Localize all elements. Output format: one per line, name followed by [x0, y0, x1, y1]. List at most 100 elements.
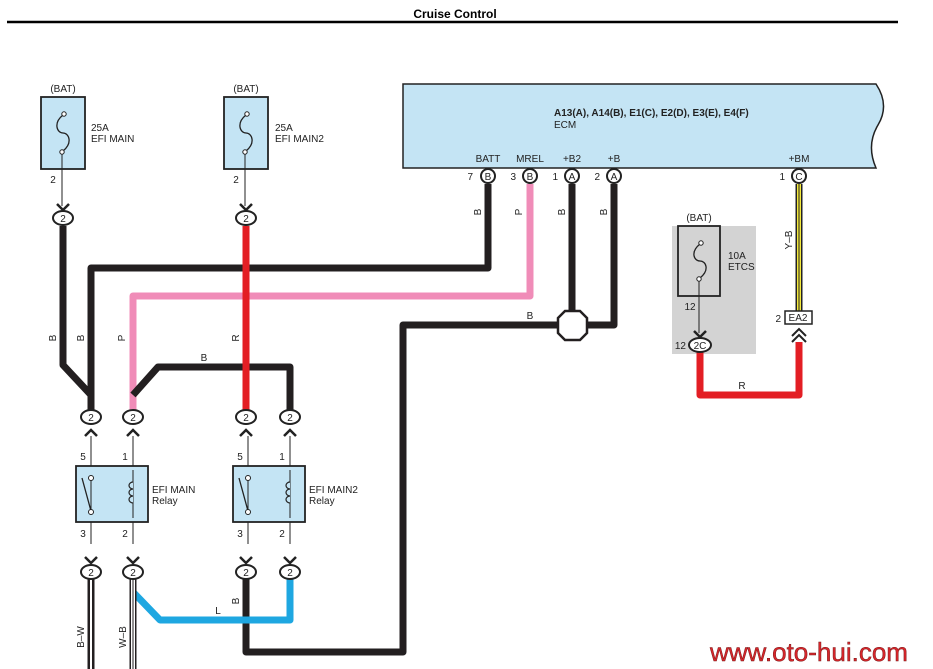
- ecm-connectors: A13(A), A14(B), E1(C), E2(D), E3(E), E4(…: [554, 108, 749, 119]
- relay-switch-icon: [81, 477, 92, 512]
- pin-number: 12: [675, 341, 687, 352]
- ecm-component: A13(A), A14(B), E1(C), E2(D), E3(E), E4(…: [402, 83, 885, 169]
- ecm-pins: 7 B 3 B 1 A 2 A 1 C: [467, 168, 807, 184]
- wire-b-plus-b: [587, 184, 618, 329]
- connector-label: 2C: [694, 341, 707, 352]
- ecm-terminal-bm: +BM: [789, 154, 810, 165]
- pin-connector: [522, 168, 538, 184]
- wire-label: W–B: [118, 626, 129, 648]
- connector-arrow-icon: [239, 428, 253, 437]
- fuse-source: (BAT): [233, 84, 258, 95]
- wire-label: B–W: [76, 626, 87, 648]
- pin-number: 2: [279, 529, 285, 540]
- connector-label: EA2: [789, 313, 808, 324]
- connector-label: 2: [243, 568, 249, 579]
- connector-2: 2: [235, 556, 257, 580]
- fuse-rating: 25A: [91, 123, 109, 134]
- ecm-name: ECM: [554, 120, 576, 131]
- fuse-source: (BAT): [686, 213, 711, 224]
- pin-number: 5: [237, 452, 243, 463]
- pin-number: 2: [775, 314, 781, 325]
- pin-number: 2: [594, 172, 600, 183]
- pin-connector: [564, 168, 580, 184]
- connector-oval: [688, 337, 712, 353]
- relay-box: [75, 465, 149, 523]
- connector-label: 2: [243, 214, 249, 225]
- wire-label: B: [473, 208, 484, 215]
- wire-b-batt: [87, 184, 492, 412]
- wire-label: B: [231, 597, 242, 604]
- pin-number: 7: [467, 172, 473, 183]
- fuse-name: EFI MAIN2: [275, 134, 324, 145]
- connector-arrow-icon: [283, 556, 297, 565]
- pin-number: 1: [552, 172, 558, 183]
- wire-label: B: [599, 208, 610, 215]
- wire-b-junction: [242, 321, 558, 656]
- wire-label: B: [527, 311, 534, 322]
- connector-letter: A: [611, 172, 618, 183]
- connector-2: 2: [279, 409, 301, 437]
- connector-2: 2: [80, 556, 102, 580]
- pin-number: 1: [279, 452, 285, 463]
- relay-sub: Relay: [152, 496, 178, 507]
- pin-number: 3: [80, 529, 86, 540]
- etcs-fuse-block: [672, 226, 756, 354]
- pin-number: 2: [122, 529, 128, 540]
- wire-b-efi-main: [59, 226, 95, 412]
- wire-label: B: [201, 353, 208, 364]
- wire-label: B: [76, 334, 87, 341]
- wire-label: B: [48, 334, 59, 341]
- wire-p-mrel: [129, 184, 534, 412]
- relay-name: EFI MAIN2: [309, 485, 358, 496]
- connector-label: 2: [60, 214, 66, 225]
- wire-l: [130, 578, 294, 624]
- connector-label: 2: [243, 413, 249, 424]
- ecm-terminal-b2: +B2: [563, 154, 582, 165]
- wire-label: R: [231, 334, 242, 341]
- connector-label: 2: [130, 413, 136, 424]
- connector-label: 2: [287, 413, 293, 424]
- relay-sub: Relay: [309, 496, 335, 507]
- connector-label: 2: [130, 568, 136, 579]
- connector-2: 2: [80, 409, 102, 437]
- connector-label: 2: [88, 568, 94, 579]
- ea2-connector: 2 EA2: [775, 310, 813, 343]
- pin-connector: [480, 168, 496, 184]
- pin-number: 12: [684, 302, 696, 313]
- pin-number: 3: [237, 529, 243, 540]
- relay-box: [232, 465, 306, 523]
- wire-label: R: [738, 381, 745, 392]
- connector-2: 2: [122, 556, 144, 580]
- pin-number: 1: [122, 452, 128, 463]
- connector-2: 2: [122, 409, 144, 437]
- wire-r-etcs: [696, 342, 803, 399]
- fuse-rating: 25A: [275, 123, 293, 134]
- connector-letter: B: [485, 172, 492, 183]
- relay-coil-icon: [285, 481, 291, 504]
- connector-label: 2: [88, 413, 94, 424]
- connector-oval: [235, 210, 257, 226]
- relay-switch-icon: [238, 477, 249, 512]
- wire-label: P: [117, 334, 128, 341]
- connector-letter: B: [527, 172, 534, 183]
- ecm-terminal-b: +B: [608, 154, 621, 165]
- wires: [59, 184, 803, 669]
- pin-number: 2: [233, 175, 239, 186]
- pin-number: 5: [80, 452, 86, 463]
- fuse-icon: [56, 114, 70, 152]
- wire-label: L: [215, 606, 221, 617]
- wire-label: P: [514, 208, 525, 215]
- pin-number: 1: [779, 172, 785, 183]
- pin-number: 3: [510, 172, 516, 183]
- connector-arrow-icon: [239, 203, 253, 212]
- page-title: Cruise Control: [413, 7, 496, 21]
- fuse-name: EFI MAIN: [91, 134, 134, 145]
- wire-label: Y–B: [784, 230, 795, 249]
- connector-arrow-icon: [239, 556, 253, 565]
- fuse-icon: [693, 243, 707, 279]
- ecm-terminal-batt: BATT: [476, 154, 501, 165]
